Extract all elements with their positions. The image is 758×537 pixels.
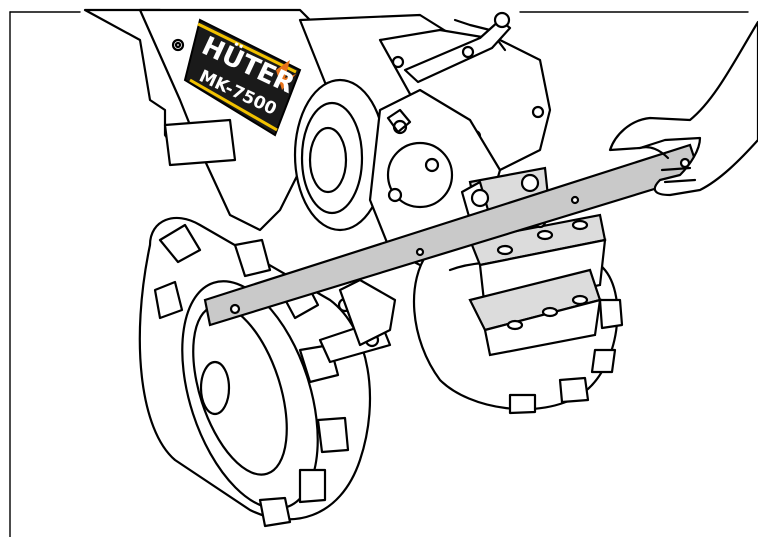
flame-icon bbox=[276, 60, 296, 90]
axle bbox=[318, 278, 397, 364]
hand bbox=[608, 20, 758, 197]
side-plate bbox=[163, 118, 237, 167]
